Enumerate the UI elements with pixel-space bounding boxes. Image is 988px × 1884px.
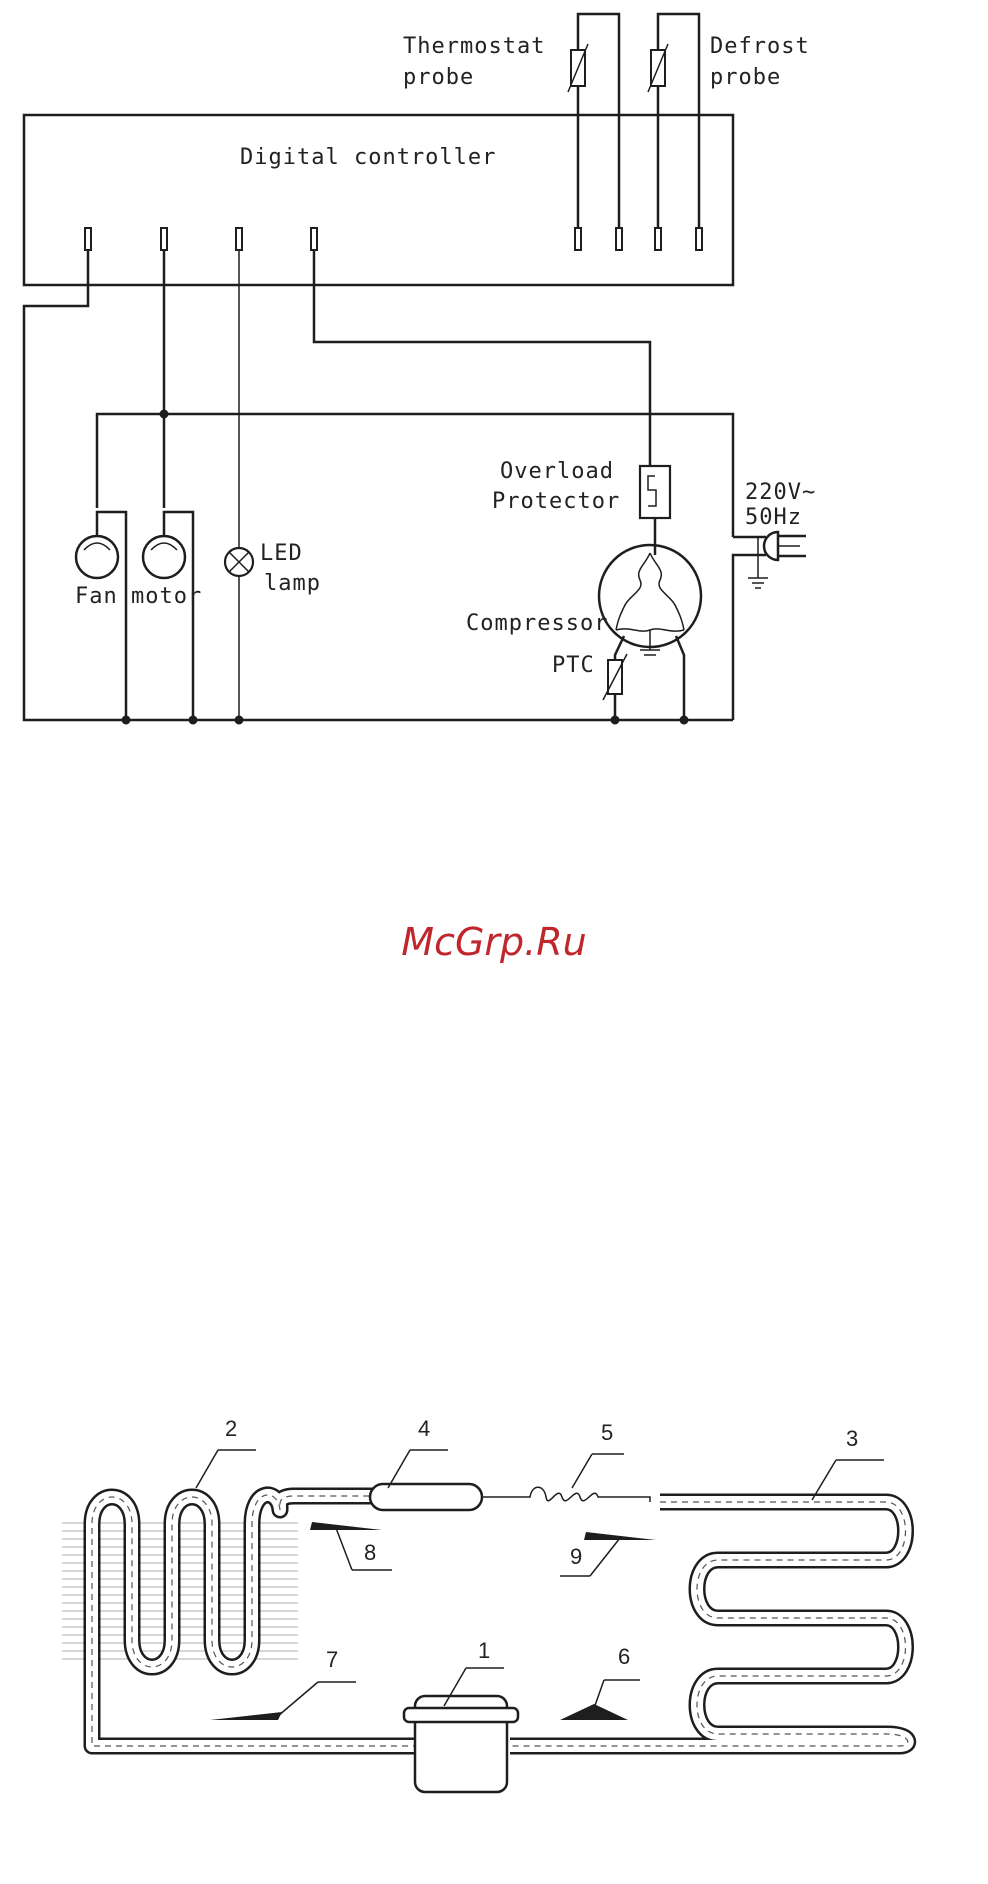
label-1: 1 xyxy=(478,1638,490,1663)
wiring-diagram: Thermostat probe Defrost probe Digital c… xyxy=(24,14,816,725)
motor-label: motor xyxy=(131,584,202,609)
pipe-inner-left xyxy=(92,1495,430,1746)
capillary-tube xyxy=(482,1487,650,1502)
wire-compressor-run xyxy=(676,636,684,720)
terminal-3 xyxy=(236,228,242,250)
arrow-9-leader xyxy=(590,1538,620,1576)
wire-power-2 xyxy=(733,555,766,720)
compressor-winding-1 xyxy=(616,553,650,630)
thermostat-probe-label-2: probe xyxy=(403,65,474,90)
arrow-8-leader xyxy=(336,1528,352,1570)
digital-controller-label: Digital controller xyxy=(240,145,496,170)
defrost-probe-label-1: Defrost xyxy=(710,34,810,59)
flow-arrow-8 xyxy=(310,1522,382,1530)
leader-4 xyxy=(388,1450,410,1488)
motor-blade xyxy=(151,543,177,550)
terminal-2 xyxy=(161,228,167,250)
cycle-compressor-rim xyxy=(404,1708,518,1722)
terminal-4 xyxy=(311,228,317,250)
pipe-outline-left xyxy=(92,1495,430,1746)
fan-label: Fan xyxy=(75,584,118,609)
label-7: 7 xyxy=(326,1647,338,1672)
protector-label: Protector xyxy=(492,489,620,514)
led-label: LED xyxy=(260,541,303,566)
compressor-label: Compressor xyxy=(466,611,608,636)
plug-icon xyxy=(764,532,778,560)
terminal-7 xyxy=(655,228,661,250)
junction-bus xyxy=(160,410,169,419)
pipe-flow-left xyxy=(92,1495,430,1746)
label-2: 2 xyxy=(225,1416,237,1441)
compressor-winding-2 xyxy=(650,553,684,630)
label-8: 8 xyxy=(364,1540,376,1565)
thermostat-probe-wire xyxy=(578,14,619,230)
terminal-8 xyxy=(696,228,702,250)
filter-drier xyxy=(370,1484,482,1510)
fan-blade xyxy=(84,543,110,550)
watermark-text: McGrp.Ru xyxy=(401,920,586,964)
label-4: 4 xyxy=(418,1416,430,1441)
arrow-7-leader xyxy=(278,1682,318,1716)
lamp-label: lamp xyxy=(264,571,321,596)
label-3: 3 xyxy=(846,1426,858,1451)
refrigeration-diagram: 1 2 3 4 5 6 7 8 9 xyxy=(62,1416,908,1792)
leader-5 xyxy=(572,1454,592,1488)
flow-arrow-7 xyxy=(210,1712,282,1720)
label-6: 6 xyxy=(618,1644,630,1669)
terminal-6 xyxy=(616,228,622,250)
controller-terminals xyxy=(85,228,702,250)
wire-compressor-feed xyxy=(314,250,650,466)
digital-controller-box xyxy=(24,115,733,285)
terminal-5 xyxy=(575,228,581,250)
thermostat-probe-label-1: Thermostat xyxy=(403,34,545,59)
leader-2 xyxy=(196,1450,218,1488)
terminal-1 xyxy=(85,228,91,250)
label-5: 5 xyxy=(601,1420,613,1445)
label-9: 9 xyxy=(570,1544,582,1569)
power-voltage-label: 220V~ xyxy=(745,480,816,505)
overload-protector-icon xyxy=(640,466,670,518)
wire-left-outer xyxy=(24,250,733,720)
defrost-probe-wire xyxy=(658,14,699,230)
power-frequency-label: 50Hz xyxy=(745,505,802,530)
defrost-probe-label-2: probe xyxy=(710,65,781,90)
ptc-label: PTC xyxy=(552,653,595,678)
overload-label: Overload xyxy=(500,459,614,484)
